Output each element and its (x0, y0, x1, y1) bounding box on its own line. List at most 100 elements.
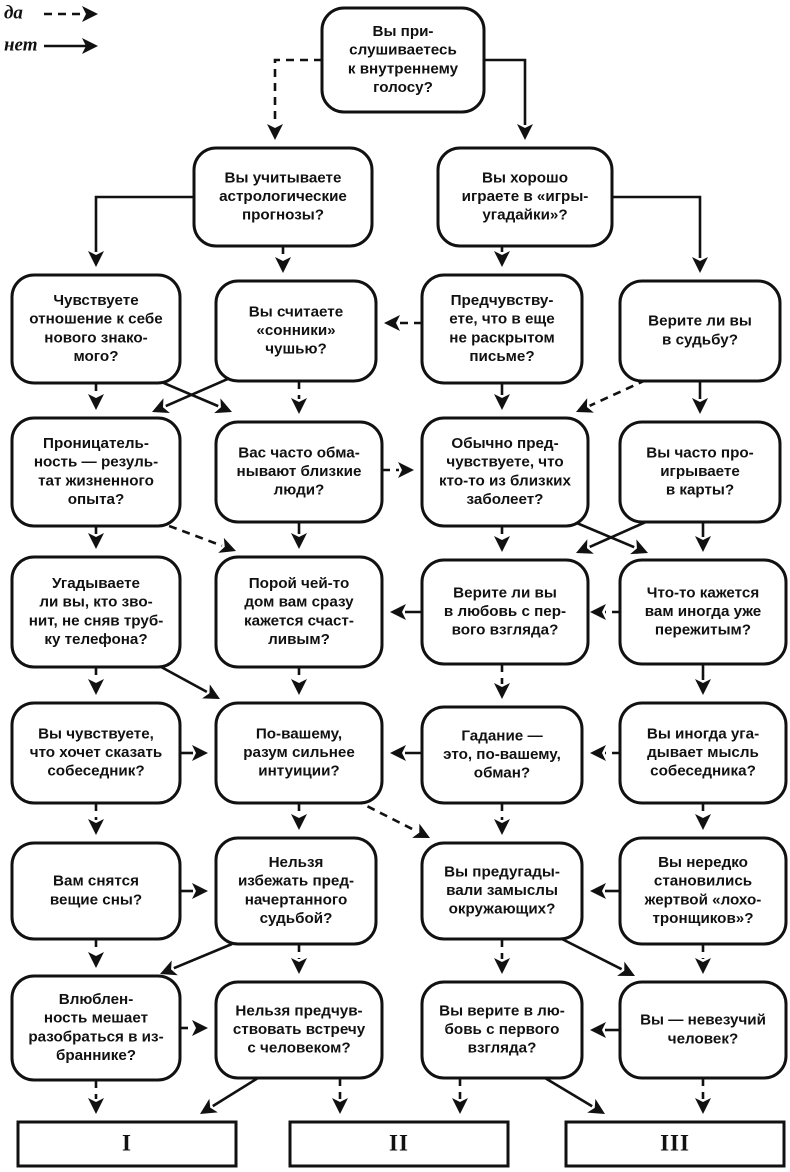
flow-node-line: что хочет сказать (30, 744, 163, 761)
flow-node-line: Проницатель- (43, 435, 149, 452)
edge-no-arrowhead (630, 539, 648, 555)
flow-node[interactable]: Верите ли выв любовь с пер-вого взгляда? (420, 558, 590, 666)
flow-node-line: Вы — невезучий (640, 1012, 766, 1029)
flow-node-line: собеседника? (650, 763, 756, 780)
flow-node-line: заболеет? (467, 491, 544, 508)
result-box[interactable]: I (16, 1120, 238, 1168)
flow-node-line: прогнозы? (242, 207, 324, 224)
edge-no-arrowhead (202, 684, 220, 699)
flow-node[interactable]: Нельзя предчув-ствовать встречу с человек… (214, 980, 384, 1080)
edge-yes-arrowhead (291, 814, 307, 830)
flow-node-line: не раскрытом (449, 329, 554, 346)
flow-node-line: дом вам сразу (244, 594, 354, 611)
flow-node-line: Угадываете (52, 575, 140, 592)
flow-node[interactable]: Вы считаете«сонники»чушью? (214, 279, 378, 383)
flow-node-line: Вы предугады- (444, 863, 560, 880)
edge-no (559, 936, 623, 971)
flow-node-line: Гадание — (461, 727, 543, 744)
flow-node-line: с человеком? (247, 1040, 350, 1057)
flow-node-line: Обычно пред- (451, 435, 558, 452)
flow-node-line: игрываете (660, 463, 740, 480)
flow-node-line: вам иногда уже (645, 603, 762, 620)
edge-yes-arrowhead (88, 1098, 104, 1114)
flow-node-line: мого? (74, 348, 119, 365)
edge-yes-arrowhead (590, 745, 606, 761)
flow-node-line: отношение к себе (29, 311, 162, 328)
flow-node[interactable]: Угадываете ли вы, кто зво-нит, не сняв тр… (10, 555, 182, 669)
edge-no-arrowhead (494, 394, 510, 410)
flow-node-line: Вы часто про- (646, 444, 753, 461)
flow-node-line: Верите ли вы (648, 313, 752, 330)
result-box[interactable]: III (564, 1120, 786, 1168)
flow-node-line: опыта? (68, 491, 125, 508)
edge-no-arrowhead (291, 533, 307, 549)
flow-node[interactable]: Верите ли выв судьбу? (618, 279, 782, 383)
flow-node-line: разобраться в из- (28, 1028, 163, 1045)
result-box[interactable]: II (288, 1120, 510, 1168)
edge-yes-arrowhead (695, 814, 711, 830)
edge-yes-arrowhead (494, 536, 510, 552)
edge-yes-arrowhead (291, 398, 307, 414)
flow-node-line: ли вы, кто зво- (39, 594, 152, 611)
edge-no-arrowhead (88, 251, 104, 267)
edge-yes-arrowhead (88, 819, 104, 835)
edge-no-arrowhead (695, 679, 711, 695)
edge-yes-arrowhead (88, 533, 104, 549)
flow-node-line: слушиваетесь (349, 42, 457, 59)
edge-no-arrowhead (590, 1022, 606, 1038)
edge-no (544, 1076, 593, 1108)
edge-yes-arrowhead (384, 315, 400, 331)
flow-node-line: люди? (274, 482, 325, 499)
edge-no-arrowhead (390, 604, 406, 620)
flow-node[interactable]: Гадание —это, по-вашему,обман? (420, 705, 584, 805)
flow-node-line: Что-то кажется (647, 584, 759, 601)
flow-node-line: вого взгляда? (452, 622, 559, 639)
flow-node-line: взгляда? (468, 1040, 537, 1057)
flow-node-line: вали замыслы (446, 882, 558, 899)
flow-node-line: обман? (474, 765, 530, 782)
edge-yes (589, 378, 647, 407)
flow-node-line: браннике? (56, 1047, 136, 1064)
flow-node-line: нит, не сняв труб- (29, 612, 164, 629)
edge-no (612, 195, 702, 258)
edge-no (165, 376, 231, 408)
flow-node-line: кто-то из близких (439, 472, 571, 489)
edge-no (571, 519, 635, 549)
flow-node[interactable]: Вы чувствуете,что хочет сказатьсобеседни… (10, 701, 182, 805)
flow-node-line: ствовать встречу (233, 1021, 366, 1038)
flow-node-line: Верите ли вы (453, 584, 557, 601)
flow-node-line: кажется счаст- (244, 612, 354, 629)
edge-yes-arrowhead (452, 1098, 468, 1114)
edge-no-arrowhead (192, 745, 208, 761)
edge-yes-arrowhead (695, 958, 711, 974)
legend-no-arrowhead (82, 38, 98, 54)
flow-node-line: Вы иногда уга- (647, 725, 759, 742)
flow-node-line: астрологические (219, 188, 347, 205)
flow-node-line: бовь с первого (445, 1021, 560, 1038)
flow-node-line: Нельзя предчув- (235, 1002, 362, 1019)
flow-node-line: нывают близкие (237, 463, 362, 480)
flow-node[interactable]: Проницатель-ность — резуль-тат жизненног… (10, 416, 182, 528)
flow-node-line: ливым? (268, 631, 330, 648)
